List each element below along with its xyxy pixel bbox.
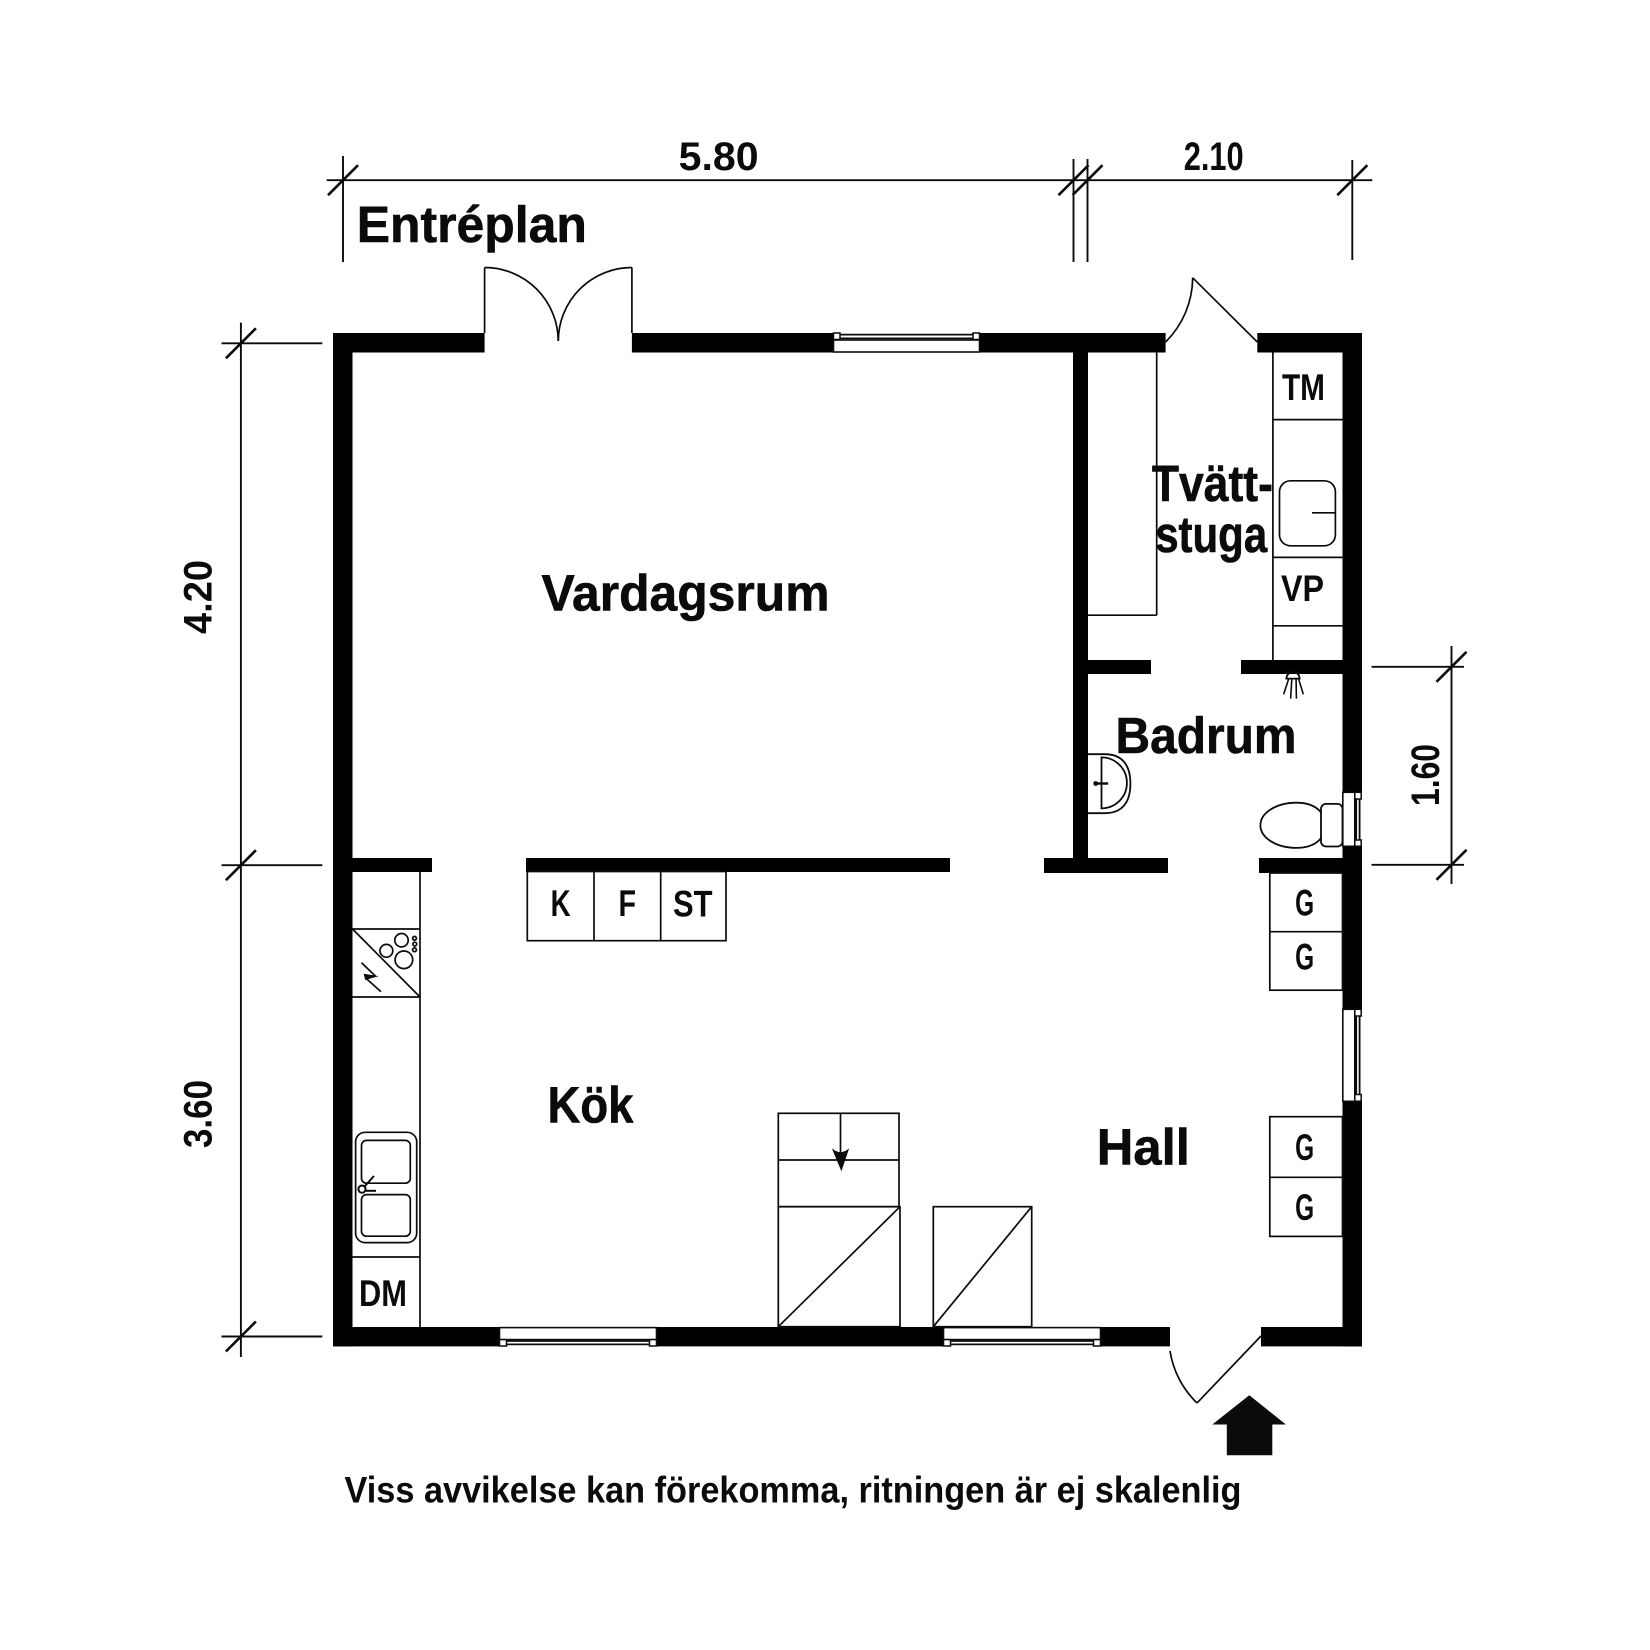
svg-text:1.60: 1.60 bbox=[1404, 744, 1448, 806]
svg-text:G: G bbox=[1295, 1127, 1314, 1168]
svg-text:5.80: 5.80 bbox=[679, 135, 759, 179]
svg-text:3.60: 3.60 bbox=[177, 1080, 221, 1148]
svg-text:G: G bbox=[1295, 1187, 1314, 1228]
svg-text:G: G bbox=[1295, 882, 1314, 923]
svg-text:TM: TM bbox=[1282, 367, 1325, 408]
svg-text:Kök: Kök bbox=[548, 1077, 635, 1134]
svg-text:2.10: 2.10 bbox=[1184, 135, 1244, 179]
svg-text:Entréplan: Entréplan bbox=[357, 196, 587, 253]
svg-text:DM: DM bbox=[359, 1273, 407, 1314]
svg-text:VP: VP bbox=[1281, 568, 1324, 609]
svg-text:Badrum: Badrum bbox=[1116, 707, 1297, 764]
svg-text:Viss avvikelse kan förekomma,: Viss avvikelse kan förekomma, ritningen … bbox=[345, 1469, 1242, 1511]
svg-text:Vardagsrum: Vardagsrum bbox=[542, 565, 830, 622]
svg-text:G: G bbox=[1295, 937, 1314, 978]
svg-text:stuga: stuga bbox=[1155, 506, 1268, 563]
svg-text:F: F bbox=[619, 883, 637, 924]
svg-text:K: K bbox=[551, 883, 571, 924]
svg-text:Hall: Hall bbox=[1097, 1119, 1190, 1176]
svg-text:Tvätt-: Tvätt- bbox=[1152, 455, 1273, 512]
svg-text:ST: ST bbox=[673, 884, 713, 925]
svg-text:4.20: 4.20 bbox=[177, 560, 221, 634]
